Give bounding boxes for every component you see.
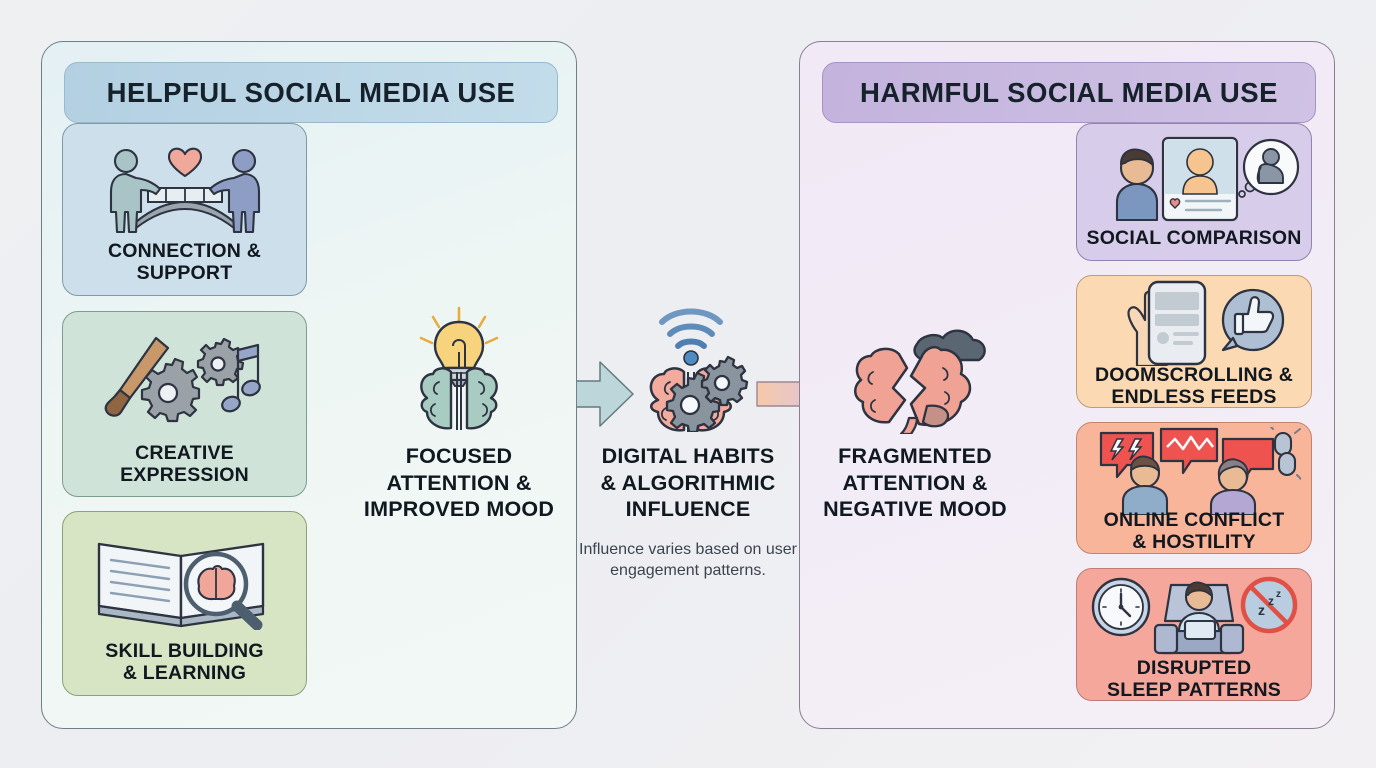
brain-gears-wifi-icon bbox=[628, 296, 754, 437]
card-doomscrolling[interactable]: DOOMSCROLLING & ENDLESS FEEDS bbox=[1076, 275, 1312, 408]
card-conflict-label: ONLINE CONFLICT & HOSTILITY bbox=[1077, 509, 1311, 554]
card-label-line1: CREATIVE bbox=[135, 442, 234, 464]
book-magnifier-brain-icon bbox=[63, 526, 306, 630]
hub-focused-attention: FOCUSED ATTENTION & IMPROVED MOOD bbox=[348, 443, 570, 523]
angry-speech-bubbles-icon bbox=[1077, 427, 1311, 515]
card-sleep-label: DISRUPTED SLEEP PATTERNS bbox=[1077, 657, 1311, 702]
svg-text:z: z bbox=[1276, 589, 1281, 600]
hub-center-note: Influence varies based on user engagemen… bbox=[579, 540, 797, 580]
card-label-line2: EXPRESSION bbox=[120, 464, 249, 487]
profile-comparison-sad-icon bbox=[1077, 132, 1311, 224]
panel-helpful-title: HELPFUL SOCIAL MEDIA USE bbox=[64, 62, 558, 123]
hub-digital-habits: DIGITAL HABITS & ALGORITHMIC INFLUENCE I… bbox=[578, 443, 798, 582]
hub-right-title: FRAGMENTED ATTENTION & NEGATIVE MOOD bbox=[806, 443, 1024, 523]
card-connection-support[interactable]: CONNECTION & SUPPORT bbox=[62, 123, 307, 296]
hub-left-line1: FOCUSED bbox=[405, 444, 513, 468]
card-skill-building[interactable]: SKILL BUILDING & LEARNING bbox=[62, 511, 307, 696]
card-label-line1: CONNECTION & bbox=[108, 240, 261, 262]
hub-right-line3: NEGATIVE MOOD bbox=[823, 497, 1007, 522]
hub-center-title: DIGITAL HABITS & ALGORITHMIC INFLUENCE bbox=[578, 443, 798, 523]
hub-right-line1: FRAGMENTED bbox=[838, 444, 992, 468]
card-label-line2: SUPPORT bbox=[136, 262, 233, 285]
card-label-line1: SKILL BUILDING bbox=[105, 640, 264, 662]
card-label-line1: ONLINE CONFLICT bbox=[1103, 509, 1285, 531]
hub-fragmented-attention: FRAGMENTED ATTENTION & NEGATIVE MOOD bbox=[806, 443, 1024, 523]
svg-text:z: z bbox=[1258, 602, 1265, 618]
card-connection-label: CONNECTION & SUPPORT bbox=[63, 240, 306, 285]
brain-storm-cloud-icon bbox=[849, 318, 989, 439]
card-creative-label: CREATIVE EXPRESSION bbox=[63, 442, 306, 487]
hub-center-line1: DIGITAL HABITS bbox=[601, 444, 775, 468]
hub-left-title: FOCUSED ATTENTION & IMPROVED MOOD bbox=[348, 443, 570, 523]
hub-center-line2: & ALGORITHMIC bbox=[600, 470, 776, 495]
clock-bed-no-sleep-icon: z z z bbox=[1077, 575, 1311, 661]
card-comparison-label: SOCIAL COMPARISON bbox=[1077, 227, 1311, 249]
card-social-comparison[interactable]: SOCIAL COMPARISON bbox=[1076, 123, 1312, 261]
brain-lightbulb-icon bbox=[399, 304, 519, 437]
panel-harmful-title: HARMFUL SOCIAL MEDIA USE bbox=[822, 62, 1316, 123]
phone-scroll-thumbsup-icon bbox=[1077, 280, 1311, 366]
card-label-line2: SLEEP PATTERNS bbox=[1107, 679, 1281, 702]
hub-left-line3: IMPROVED MOOD bbox=[363, 497, 555, 522]
hub-center-line3: INFLUENCE bbox=[625, 497, 751, 522]
svg-text:z: z bbox=[1268, 594, 1274, 608]
paintbrush-gear-music-icon bbox=[63, 328, 306, 434]
card-label-line1: DOOMSCROLLING & bbox=[1095, 364, 1293, 386]
hub-right-line2: ATTENTION & bbox=[842, 470, 988, 495]
card-disrupted-sleep[interactable]: z z z DISRUPTED SLEEP PATTERNS bbox=[1076, 568, 1312, 701]
card-label-line1: SOCIAL COMPARISON bbox=[1086, 227, 1302, 249]
card-label-line2: & LEARNING bbox=[122, 662, 247, 685]
card-skill-label: SKILL BUILDING & LEARNING bbox=[63, 640, 306, 685]
card-online-conflict[interactable]: ONLINE CONFLICT & HOSTILITY bbox=[1076, 422, 1312, 554]
people-bridge-heart-icon bbox=[63, 138, 306, 238]
card-doomscrolling-label: DOOMSCROLLING & ENDLESS FEEDS bbox=[1077, 364, 1311, 409]
card-creative-expression[interactable]: CREATIVE EXPRESSION bbox=[62, 311, 307, 497]
card-label-line2: ENDLESS FEEDS bbox=[1111, 386, 1277, 409]
card-label-line1: DISRUPTED bbox=[1136, 657, 1252, 679]
card-label-line2: & HOSTILITY bbox=[1132, 531, 1256, 554]
hub-left-line2: ATTENTION & bbox=[386, 470, 532, 495]
